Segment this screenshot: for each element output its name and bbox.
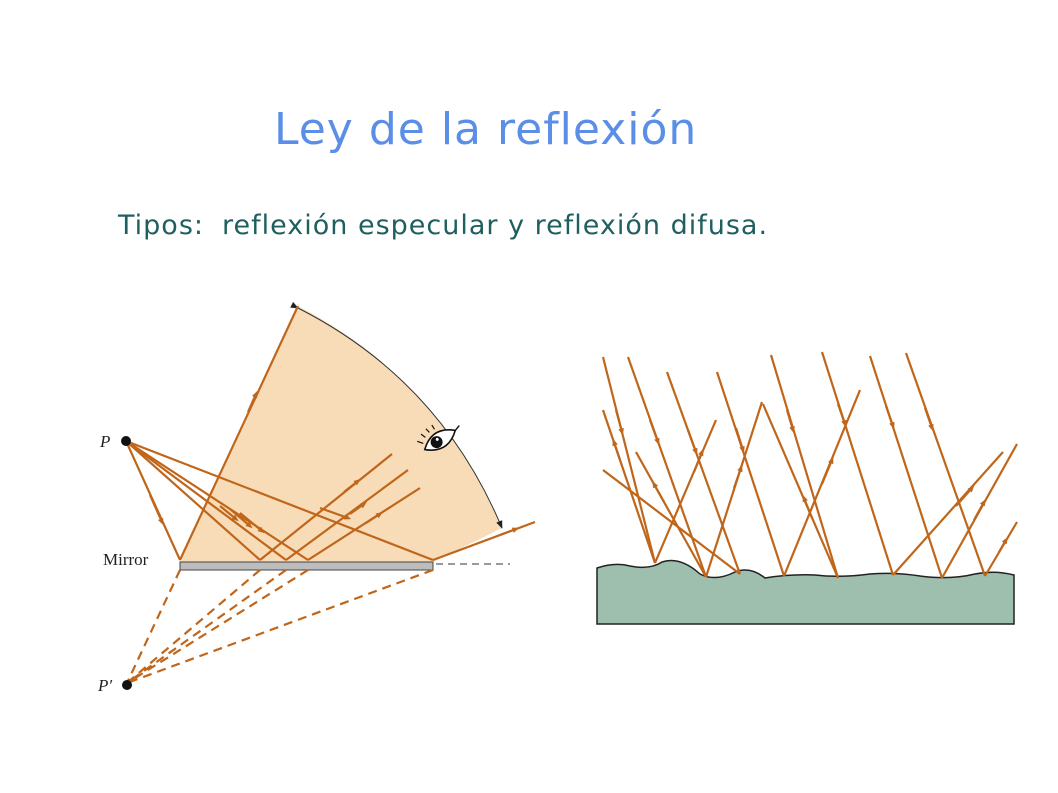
reflected-rays: [179, 305, 536, 562]
object-point: [121, 436, 131, 446]
page-subtitle: Tipos: reflexión especular y reflexión di…: [118, 210, 768, 241]
diffuse-incident-rays: [601, 351, 987, 579]
rough-surface: [596, 559, 1015, 625]
subtitle-prefix: Tipos:: [118, 210, 204, 241]
eye-icon: [417, 424, 460, 451]
subtitle-text: reflexión especular y reflexión difusa.: [222, 210, 769, 241]
page-title: Ley de la reflexión: [274, 104, 698, 155]
image-point: [122, 680, 132, 690]
cone-arc: [290, 301, 503, 529]
image-label: P′: [97, 676, 112, 695]
mirror: [179, 561, 434, 571]
virtual-rays: [126, 568, 434, 685]
specular-reflection-diagram: P P′ Mirror: [97, 301, 536, 695]
point-label: P: [99, 432, 110, 451]
mirror-label: Mirror: [103, 550, 149, 569]
diffuse-reflection-diagram: [596, 351, 1018, 625]
